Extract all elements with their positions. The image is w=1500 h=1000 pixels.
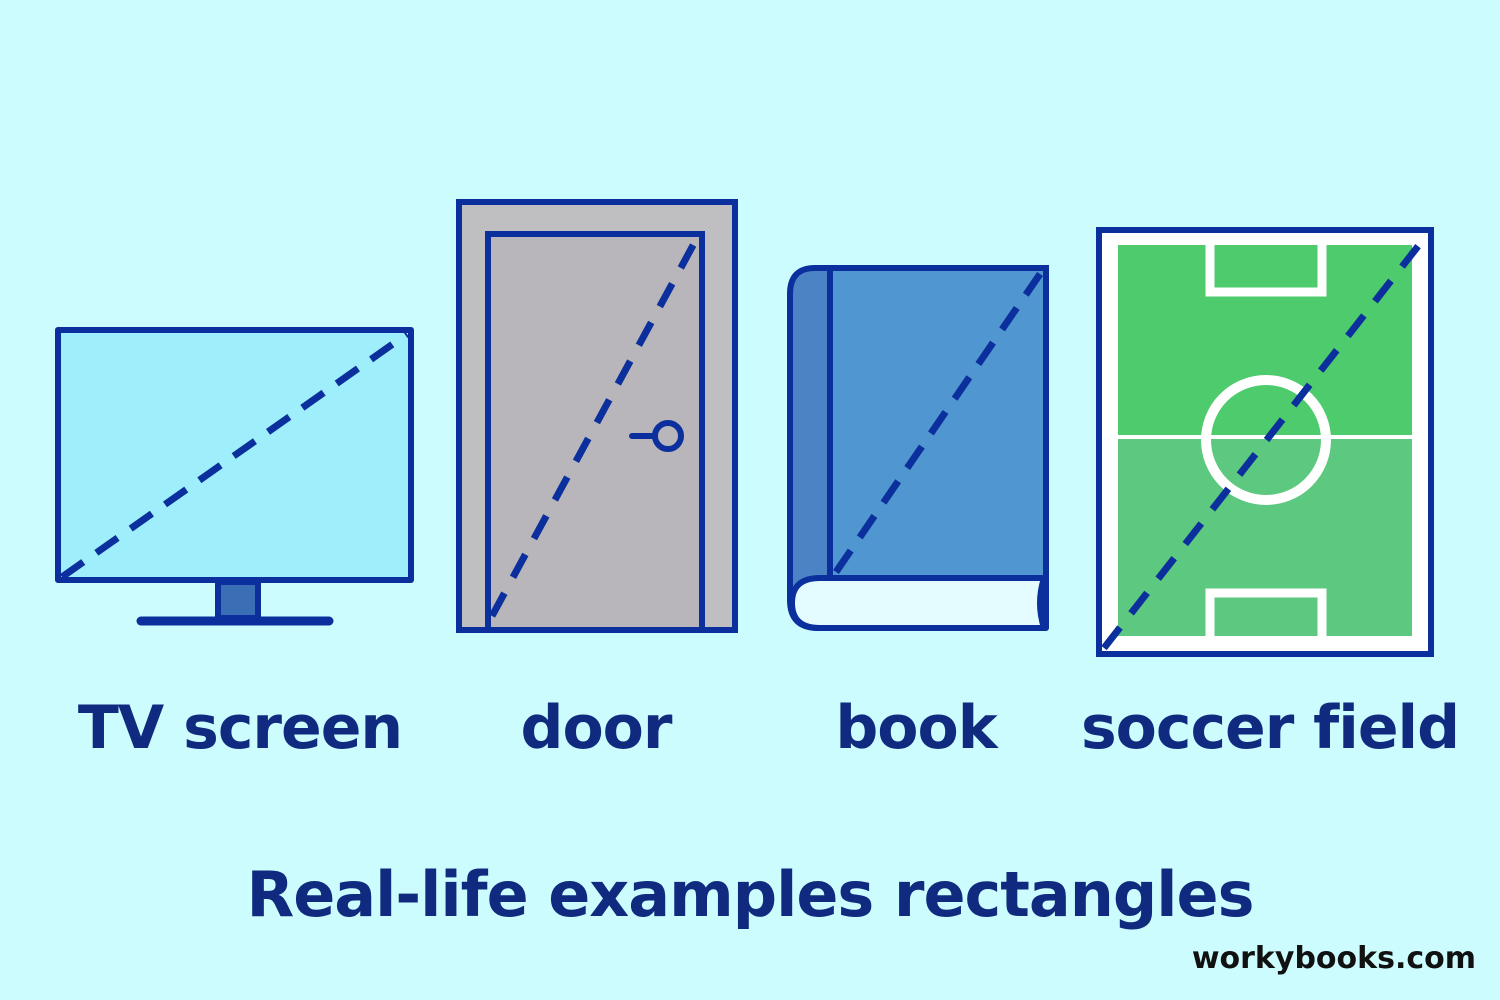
field-center-circle xyxy=(1201,375,1331,505)
field-bottom-half xyxy=(1116,437,1414,638)
watermark: workybooks.com xyxy=(1191,941,1476,976)
label-soccer-field: soccer field xyxy=(1080,693,1460,763)
field-bottom-penalty-box xyxy=(1205,588,1327,638)
door-icon xyxy=(456,199,738,633)
book-icon xyxy=(787,265,1049,631)
label-book: book xyxy=(835,693,997,763)
diagram-title: Real-life examples rectangles xyxy=(246,858,1255,931)
door-diagonal-dashed-line xyxy=(488,236,701,618)
field-top-half xyxy=(1116,243,1414,437)
tv-screen-icon xyxy=(55,327,414,626)
door-knob xyxy=(652,420,684,452)
book-diagonal-dashed-line xyxy=(833,272,1043,574)
label-tv-screen: TV screen xyxy=(77,693,403,763)
field-top-penalty-box xyxy=(1205,243,1327,297)
tv-stand-neck xyxy=(215,579,261,621)
label-door: door xyxy=(520,693,673,763)
soccer-field-icon xyxy=(1096,227,1434,657)
book-pages xyxy=(789,575,1047,631)
tv-diagonal-dashed-line xyxy=(59,331,410,580)
field-boundary-line xyxy=(1114,241,1416,640)
